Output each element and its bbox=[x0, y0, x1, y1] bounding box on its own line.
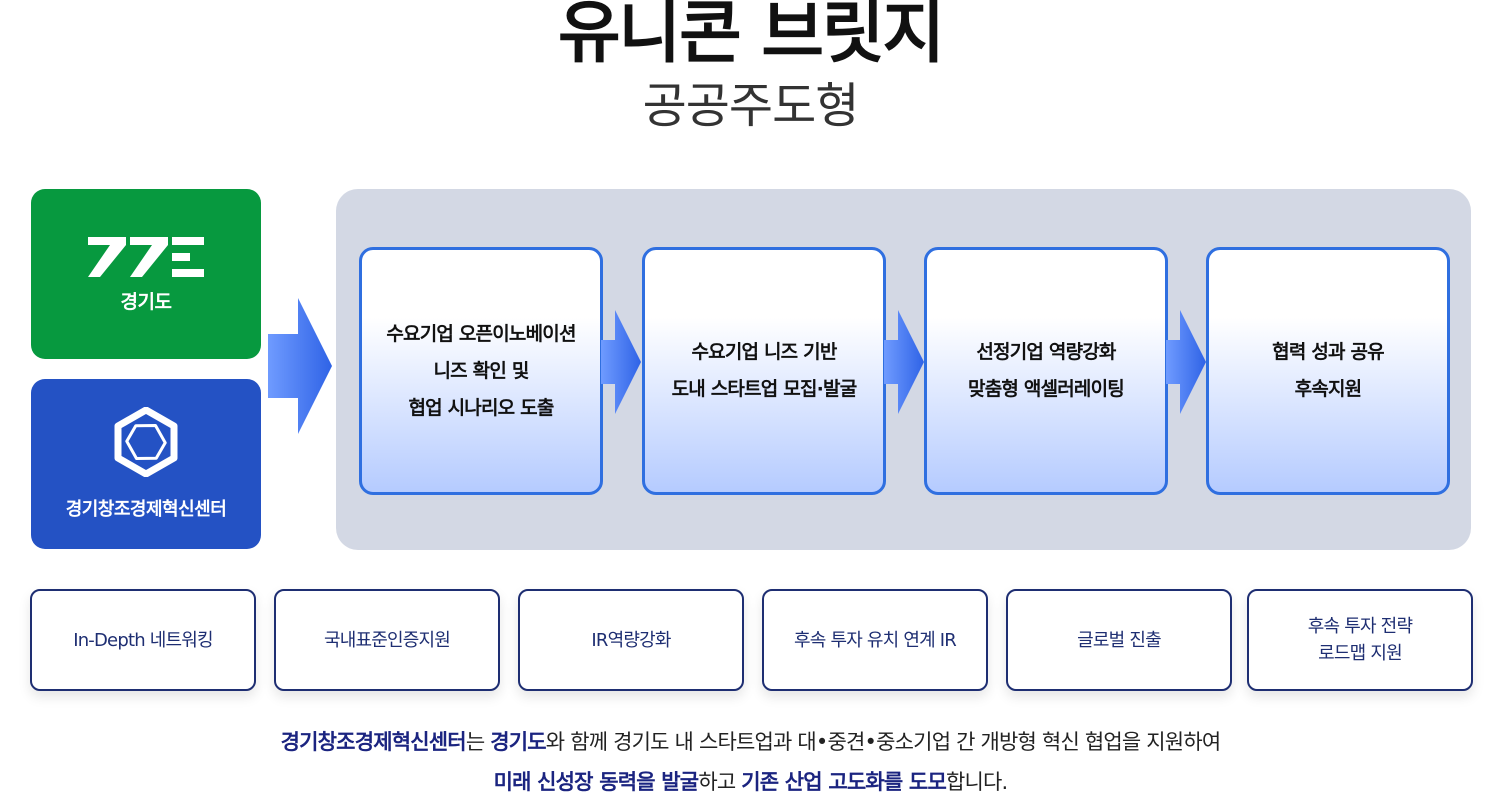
program-box: In-Depth 네트워킹 bbox=[30, 589, 256, 691]
page-subtitle: 공공주도형 bbox=[642, 78, 860, 134]
process-step-line: 맞춤형 액셀러레이팅 bbox=[968, 378, 1125, 400]
process-step: 수요기업 오픈이노베이션 니즈 확인 및 협업 시나리오 도출 bbox=[359, 247, 603, 495]
program-label: In-Depth 네트워킹 bbox=[73, 629, 213, 651]
program-box: 글로벌 진출 bbox=[1006, 589, 1232, 691]
program-box: 후속 투자 전략 로드맵 지원 bbox=[1247, 589, 1473, 691]
program-label: 국내표준인증지원 bbox=[323, 629, 451, 651]
description-text: 와 함께 경기도 내 스타트업과 대•중견•중소기업 간 개방형 혁신 협업을 … bbox=[545, 730, 1221, 754]
description-text: 는 bbox=[465, 730, 491, 754]
process-step: 수요기업 니즈 기반 도내 스타트업 모집·발굴 bbox=[642, 247, 886, 495]
process-step-line: 수요기업 오픈이노베이션 bbox=[386, 322, 576, 345]
ccei-name: 경기창조경제혁신센터 bbox=[65, 499, 227, 520]
process-step-line: 후속지원 bbox=[1294, 378, 1363, 400]
description-highlight: 경기도 bbox=[490, 730, 546, 754]
program-label: IR역량강화 bbox=[591, 629, 671, 651]
gyeonggi-logo-box: 경기도 bbox=[31, 189, 261, 359]
description-highlight: 기존 산업 고도화를 도모 bbox=[741, 770, 947, 794]
description-line-1: 경기창조경제혁신센터는 경기도와 함께 경기도 내 스타트업과 대•중견•중소기… bbox=[0, 726, 1501, 756]
process-step-line: 선정기업 역량강화 bbox=[976, 341, 1116, 363]
program-box: IR역량강화 bbox=[518, 589, 744, 691]
ccei-hexagon-logo-icon bbox=[114, 407, 178, 477]
process-step-line: 협업 시나리오 도출 bbox=[408, 396, 554, 419]
description-highlight: 경기창조경제혁신센터 bbox=[280, 730, 467, 754]
description-text: 하고 bbox=[698, 770, 742, 794]
program-label: 글로벌 진출 bbox=[1077, 629, 1162, 651]
process-step-line: 수요기업 니즈 기반 bbox=[691, 341, 837, 363]
program-label: 후속 투자 전략 bbox=[1307, 616, 1413, 637]
process-step: 선정기업 역량강화 맞춤형 액셀러레이팅 bbox=[924, 247, 1168, 495]
step-arrow-icon bbox=[1166, 310, 1206, 414]
process-step-line: 니즈 확인 및 bbox=[433, 359, 529, 382]
program-label: 후속 투자 유치 연계 IR bbox=[794, 629, 957, 651]
process-step-line: 협력 성과 공유 bbox=[1272, 341, 1385, 363]
description-highlight: 미래 신성장 동력을 발굴 bbox=[493, 770, 700, 794]
page-title: 유니콘 브릿지 bbox=[557, 0, 945, 73]
gyeonggi-name: 경기도 bbox=[120, 290, 172, 313]
program-box: 국내표준인증지원 bbox=[274, 589, 500, 691]
process-step: 협력 성과 공유 후속지원 bbox=[1206, 247, 1450, 495]
description-text: 합니다. bbox=[945, 770, 1008, 794]
flow-arrow-icon bbox=[268, 298, 332, 434]
program-box: 후속 투자 유치 연계 IR bbox=[762, 589, 988, 691]
description-line-2: 미래 신성장 동력을 발굴하고 기존 산업 고도화를 도모합니다. bbox=[0, 766, 1501, 796]
gyeonggi-logo-icon bbox=[88, 236, 204, 277]
step-arrow-icon bbox=[884, 310, 924, 414]
process-step-line: 도내 스타트업 모집·발굴 bbox=[671, 378, 858, 400]
program-label: 로드맵 지원 bbox=[1318, 643, 1403, 664]
ccei-logo-box: 경기창조경제혁신센터 bbox=[31, 379, 261, 549]
step-arrow-icon bbox=[601, 310, 641, 414]
